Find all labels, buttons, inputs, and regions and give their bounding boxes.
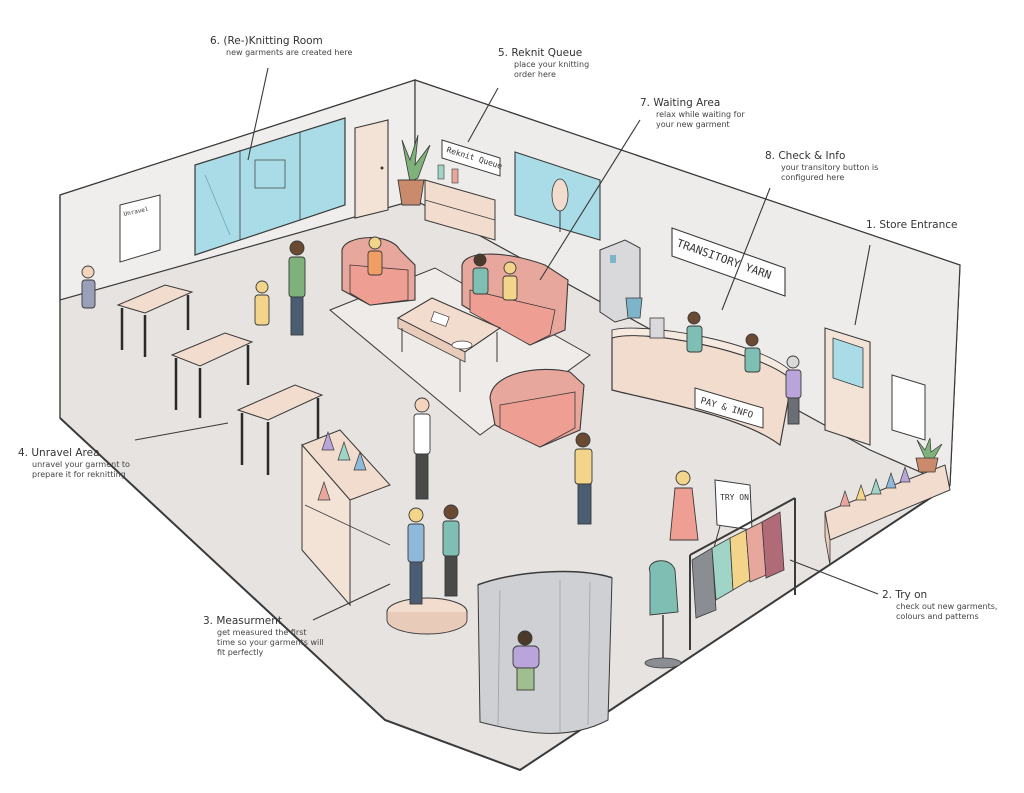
plant-back-wall [397, 134, 431, 206]
people [81, 236, 802, 691]
callout-description: place your knitting order here [514, 60, 590, 79]
changing-curtain [477, 570, 613, 734]
callout-title: 1. Store Entrance [866, 219, 958, 231]
callout-reknitting-room: 6. (Re-)Knitting Room new garments are c… [210, 35, 352, 58]
plant-entrance [915, 437, 943, 473]
unravel-tables [116, 284, 324, 475]
coffee-table [396, 297, 502, 392]
entrance-yarn-cones [839, 465, 911, 507]
pay-info-sign [694, 387, 764, 429]
unravel-poster [119, 194, 161, 263]
callout-unravel-area: 4. Unravel Area unravel your garment to … [18, 447, 130, 480]
callout-description: relax while waiting for your new garment [656, 110, 745, 129]
callout-title: 3. Measurment [203, 615, 283, 627]
callout-title: 5. Reknit Queue [498, 47, 583, 59]
callout-title: 8. Check & Info [765, 150, 846, 162]
callout-description: new garments are created here [226, 48, 353, 57]
entrance-poster [891, 374, 926, 441]
armchair-front [489, 368, 585, 448]
callout-leader-lines [134, 67, 879, 621]
callout-title: 6. (Re-)Knitting Room [210, 35, 323, 47]
store-entrance-door [824, 327, 871, 446]
reknit-queue-shelf [424, 164, 496, 241]
callout-description: get measured the first time so your garm… [217, 628, 324, 657]
back-door [354, 119, 389, 219]
callout-description: unravel your garment to prepare it for r… [32, 460, 130, 479]
entrance-yarn-shelf [824, 464, 951, 566]
callout-measurment: 3. Measurment get measured the first tim… [203, 615, 324, 658]
callout-reknit-queue: 5. Reknit Queue place your knitting orde… [498, 47, 589, 80]
mannequin [644, 560, 682, 669]
callout-description: your transitory button is configured her… [781, 163, 879, 182]
callout-title: 7. Waiting Area [640, 97, 721, 109]
transitory-yarn-sign [671, 227, 786, 297]
callout-store-entrance: 1. Store Entrance [866, 219, 958, 232]
measurement-platform [386, 597, 468, 635]
callout-check-info: 8. Check & Info your transitory button i… [765, 150, 878, 183]
yarn-shelf-measurement [301, 429, 391, 607]
try-on-sign-text: TRY ON [720, 493, 749, 502]
callout-try-on: 2. Try on check out new garments, colour… [882, 589, 997, 622]
callout-description: check out new garments, colours and patt… [896, 602, 998, 621]
callout-title: 4. Unravel Area [18, 447, 100, 459]
clothing-rack [689, 497, 796, 650]
callout-title: 2. Try on [882, 589, 928, 601]
callout-waiting-area: 7. Waiting Area relax while waiting for … [640, 97, 745, 130]
reknit-queue-sign [441, 139, 501, 177]
knitting-room-window [194, 117, 346, 256]
water-dispenser [599, 239, 643, 323]
